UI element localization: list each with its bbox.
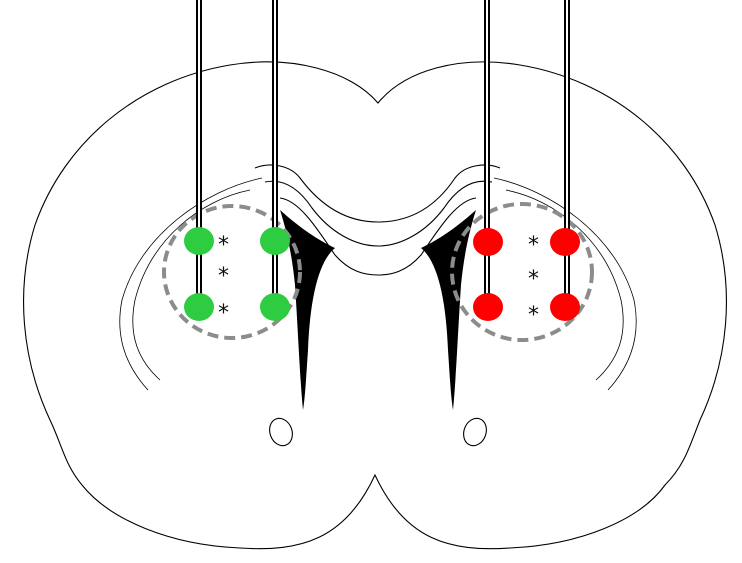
- left-recording-site-dot: [184, 293, 214, 321]
- right-recording-site-dot: [473, 293, 503, 321]
- right-lateral-ventricle: [421, 210, 476, 410]
- left-significance-asterisk: *: [218, 264, 229, 289]
- left-recording-site-dot: [184, 227, 214, 255]
- right-recording-site-dot: [473, 228, 503, 256]
- right-significance-asterisk: *: [528, 303, 539, 328]
- right-significance-asterisk: *: [528, 267, 539, 292]
- right-recording-site-dot: [550, 293, 580, 321]
- right-recording-site-dot: [550, 228, 580, 256]
- brain-outer-outline: [24, 62, 727, 549]
- left-significance-asterisk: *: [218, 233, 229, 258]
- right-anterior-commissure: [460, 415, 490, 449]
- left-recording-site-dot: [260, 227, 290, 255]
- right-significance-asterisk: *: [528, 233, 539, 258]
- left-significance-asterisk: *: [218, 301, 229, 326]
- left-recording-site-dot: [260, 293, 290, 321]
- left-cortex-layer-line-2: [120, 178, 262, 390]
- left-anterior-commissure: [266, 415, 296, 449]
- corpus-callosum-outer: [255, 165, 500, 222]
